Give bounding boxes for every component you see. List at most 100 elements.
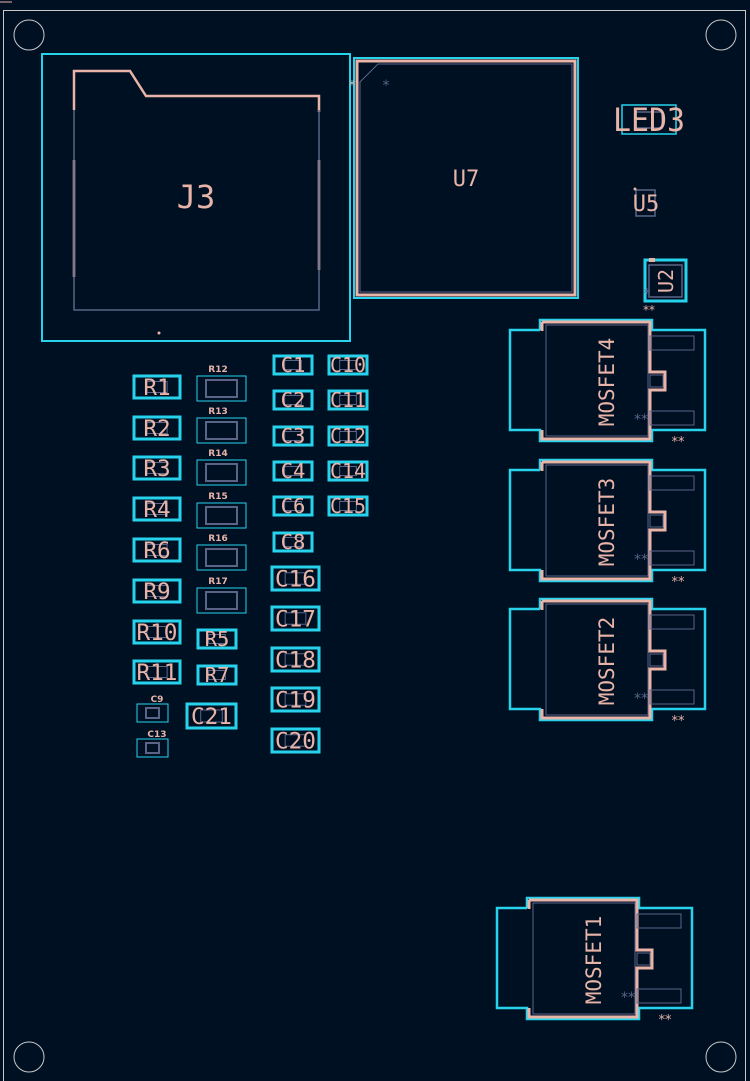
- courtyard: [272, 531, 314, 553]
- fab-outline: [146, 503, 168, 515]
- fab-outline: [146, 626, 168, 638]
- footprint-R6[interactable]: R6: [132, 537, 182, 564]
- fab-outline: [284, 466, 302, 476]
- fab-outline: [146, 585, 168, 597]
- footprint-C21[interactable]: C21: [185, 702, 238, 730]
- footprint-R5[interactable]: R5: [196, 627, 238, 651]
- fab-outline: [284, 537, 302, 547]
- pin1-marker: *: [383, 78, 390, 94]
- footprint-C17[interactable]: C17: [270, 605, 321, 632]
- mounting-hole-bl[interactable]: [13, 1041, 45, 1073]
- footprint-MOSFET4[interactable]: ****MOSFET4: [508, 318, 707, 450]
- mounting-hole-tl[interactable]: [13, 19, 45, 51]
- courtyard: [132, 415, 182, 441]
- courtyard: [495, 896, 694, 1021]
- footprint-C18[interactable]: C18: [270, 646, 321, 673]
- footprint-LED3[interactable]: LED3: [613, 101, 685, 139]
- courtyard: [196, 417, 247, 444]
- fab-outline: [73, 110, 320, 311]
- footprint-MOSFET2[interactable]: ****MOSFET2: [508, 597, 707, 729]
- footprint-J3[interactable]: J3: [41, 53, 351, 342]
- fab-pin: [649, 475, 695, 491]
- courtyard: [185, 702, 238, 730]
- ref-label: R1: [143, 376, 170, 401]
- courtyard: [272, 389, 314, 411]
- footprint-R3[interactable]: R3: [132, 455, 182, 482]
- footprint-R1[interactable]: R1: [132, 374, 182, 401]
- footprint-C8[interactable]: C8: [272, 530, 314, 554]
- courtyard: [270, 727, 321, 754]
- footprint-R7[interactable]: R7: [196, 663, 238, 687]
- footprint-C13[interactable]: C13: [136, 730, 169, 758]
- courtyard: [196, 459, 247, 486]
- fab-outline: [205, 379, 238, 398]
- footprint-C14[interactable]: C14: [327, 459, 369, 483]
- footprint-R11[interactable]: R11: [132, 659, 182, 686]
- footprint-R14[interactable]: R14: [196, 449, 247, 486]
- fab-outline: [339, 360, 357, 370]
- ref-label: MOSFET4: [595, 338, 619, 427]
- ref-label: R9: [143, 580, 170, 605]
- courtyard: [136, 703, 169, 723]
- footprint-R16[interactable]: R16: [196, 534, 247, 571]
- ref-label: C2: [281, 388, 306, 412]
- pin1-mark: [649, 258, 655, 262]
- courtyard: [132, 455, 182, 481]
- courtyard: [272, 495, 314, 517]
- mounting-hole-br[interactable]: [705, 1041, 737, 1073]
- footprint-C1[interactable]: C1: [272, 353, 314, 377]
- fab-outline: [145, 742, 160, 754]
- ref-label: R14: [208, 449, 227, 459]
- courtyard: [270, 565, 321, 592]
- courtyard: [196, 502, 247, 529]
- ref-label: U5: [633, 192, 660, 217]
- fab-outline: [205, 591, 238, 610]
- footprint-R15[interactable]: R15: [196, 492, 247, 529]
- mounting-hole-tr[interactable]: [705, 19, 737, 51]
- courtyard: [353, 57, 579, 299]
- footprint-C10[interactable]: C10: [327, 353, 369, 377]
- footprint-U7[interactable]: * * U7: [349, 57, 579, 299]
- footprint-R2[interactable]: R2: [132, 415, 182, 442]
- courtyard: [132, 496, 182, 522]
- ref-label: C6: [281, 494, 306, 518]
- footprint-U2[interactable]: U2 * **: [643, 258, 688, 317]
- footprint-MOSFET1[interactable]: ****MOSFET1: [495, 896, 694, 1028]
- ref-label: U2: [654, 269, 678, 293]
- footprint-C11[interactable]: C11: [327, 388, 369, 412]
- ref-label: C18: [275, 648, 316, 673]
- footprint-R9[interactable]: R9: [132, 578, 182, 605]
- footprint-C12[interactable]: C12: [327, 424, 369, 448]
- footprint-R4[interactable]: R4: [132, 496, 182, 523]
- footprint-C19[interactable]: C19: [270, 686, 321, 713]
- fab-outline: [339, 466, 357, 476]
- courtyard: [621, 104, 677, 135]
- footprint-R12[interactable]: R12: [196, 365, 247, 402]
- footprint-C4[interactable]: C4: [272, 459, 314, 483]
- fab-outline: [648, 264, 683, 298]
- footprint-C3[interactable]: C3: [272, 424, 314, 448]
- fab-outline: [284, 431, 302, 441]
- footprint-C9[interactable]: C9: [136, 695, 169, 723]
- ref-label: C14: [330, 459, 366, 483]
- footprint-R10[interactable]: R10: [132, 619, 182, 646]
- fab-tab: [636, 952, 651, 966]
- footprint-C20[interactable]: C20: [270, 727, 321, 754]
- footprint-C6[interactable]: C6: [272, 494, 314, 518]
- footprint-R13[interactable]: R13: [196, 407, 247, 444]
- fab-outline: [635, 111, 663, 129]
- silk-marker: **: [672, 575, 686, 590]
- footprint-C15[interactable]: C15: [327, 494, 369, 518]
- courtyard: [41, 53, 351, 342]
- footprint-MOSFET3[interactable]: ****MOSFET3: [508, 458, 707, 590]
- silk-marker: **: [643, 303, 655, 317]
- fab-outline: [284, 501, 302, 511]
- footprint-C2[interactable]: C2: [272, 388, 314, 412]
- footprint-R17[interactable]: R17: [196, 577, 247, 614]
- fab-pin: [636, 988, 682, 1004]
- fab-outline: [146, 422, 168, 434]
- footprint-U5[interactable]: U5: [633, 187, 660, 218]
- ref-label: U7: [453, 167, 480, 192]
- footprint-C16[interactable]: C16: [270, 565, 321, 592]
